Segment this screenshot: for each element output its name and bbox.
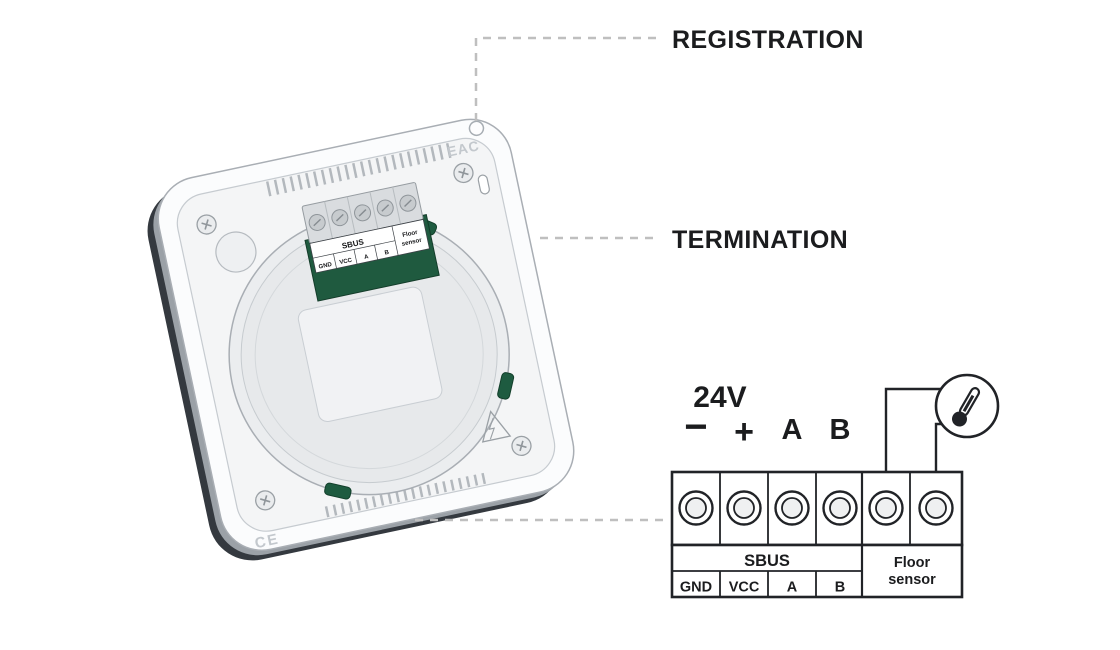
table-pin-b: B <box>835 580 845 596</box>
termination-label: TERMINATION <box>672 226 849 254</box>
corner-screws <box>196 162 532 511</box>
connector-separators <box>324 186 402 239</box>
corner-screw <box>255 490 276 511</box>
side-slot <box>477 174 490 195</box>
table-floor-label-2: sensor <box>888 572 936 588</box>
table-pin-vcc: VCC <box>729 580 760 596</box>
device-pin-a: A <box>364 254 370 261</box>
device-floor-label-1: Floor <box>402 229 419 239</box>
device-pin-vcc: VCC <box>339 257 353 266</box>
registration-hole <box>468 120 485 137</box>
registration-label: REGISTRATION <box>672 26 864 54</box>
terminal-screw-floor-2 <box>918 490 954 526</box>
corner-screw <box>453 162 474 184</box>
ce-mark: CE <box>253 530 281 552</box>
terminal-screw-floor-1 <box>868 490 904 526</box>
device-terminal-block: SBUS GND VCC A B Floor sensor <box>301 182 440 302</box>
minus-label: − <box>684 405 707 449</box>
registration-callout-line <box>474 36 659 121</box>
table-pin-a: A <box>787 580 798 596</box>
callout-lines <box>415 36 668 522</box>
bus-b-label: B <box>830 414 851 446</box>
terminal-screw-b <box>822 490 858 526</box>
table-pin-gnd: GND <box>680 580 712 596</box>
device-pin-gnd: GND <box>318 262 333 271</box>
vent-slots-bottom <box>324 472 489 518</box>
terminal-screw-plus <box>726 490 762 526</box>
connector-screw-slots <box>313 199 412 227</box>
table-sbus-label: SBUS <box>744 552 790 570</box>
terminal-screw-minus <box>678 490 714 526</box>
device-back-view: SBUS GND VCC A B Floor sensor <box>147 118 575 561</box>
floor-sensor-icon <box>934 373 1000 439</box>
corner-screw <box>511 435 532 457</box>
mounting-clip <box>324 482 352 500</box>
device-floor-label-2: sensor <box>401 237 423 248</box>
voltage-label: 24V <box>693 381 746 414</box>
mounting-pad <box>215 231 257 273</box>
terminal-screws <box>678 490 954 526</box>
terminal-screw-a <box>774 490 810 526</box>
mounting-clip <box>497 372 515 400</box>
terminal-dividers <box>719 472 911 545</box>
corner-screw <box>196 214 217 235</box>
sbus-table <box>670 543 964 599</box>
label-plate-grid <box>312 225 399 269</box>
device-pin-b: B <box>384 250 390 257</box>
eac-mark: EAC <box>446 137 481 159</box>
thermometer-icon <box>952 387 981 427</box>
table-floor-label-1: Floor <box>894 555 931 571</box>
plus-label: + <box>734 413 754 451</box>
wiring-diagram: 24V − + A B SBUS GND VCC A B Floor senso… <box>670 373 1000 599</box>
backplate-window <box>297 286 443 423</box>
sensor-wire-top <box>884 387 950 472</box>
esd-mark <box>481 410 512 443</box>
bus-a-label: A <box>782 414 803 446</box>
